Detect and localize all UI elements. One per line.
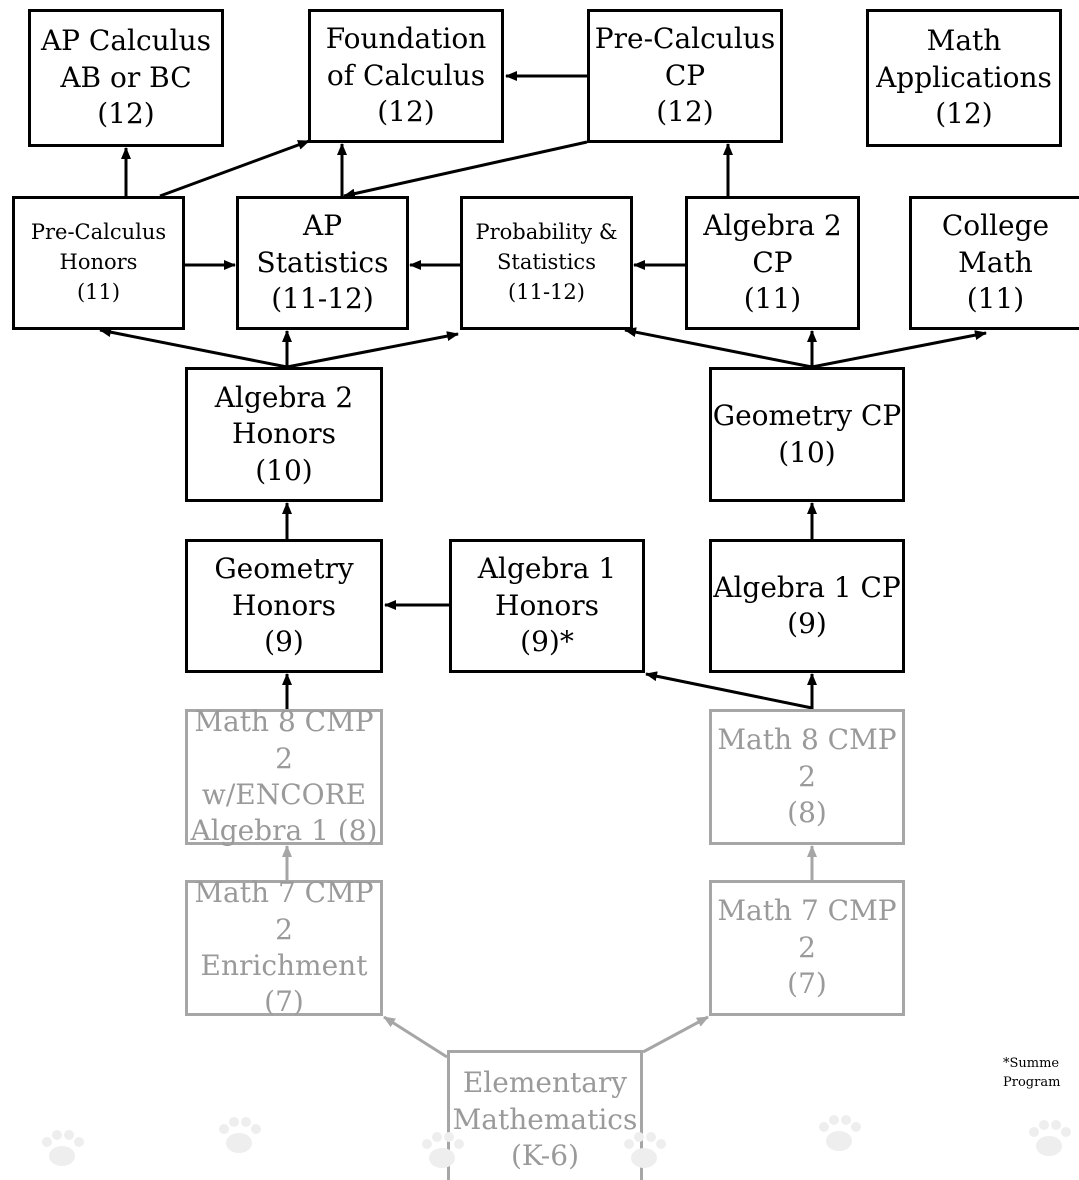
course-ap-statistics: AP Statistics (11-12) — [236, 196, 409, 330]
course-geometry-cp: Geometry CP (10) — [709, 367, 905, 502]
course-grade: (9) — [787, 607, 827, 640]
course-line: Algebra 1 — [477, 552, 617, 586]
course-grade: (K-6) — [510, 1139, 579, 1173]
course-elementary-mathematics: Elementary Mathematics (K-6) — [447, 1050, 643, 1180]
course-line: Applications — [876, 60, 1052, 94]
course-line: Honors — [232, 417, 336, 451]
footnote-line: *Summe — [1003, 1056, 1060, 1071]
paw-print-icon — [624, 1132, 666, 1168]
course-math-7: Math 7 CMP 2 (7) — [709, 880, 905, 1016]
arrow-math8-to-alg1_h — [645, 671, 813, 710]
course-pre-calculus-honors: Pre-Calculus Honors (11) — [12, 196, 185, 330]
course-algebra-1-honors: Algebra 1 Honors (9)* — [449, 539, 645, 673]
course-line: AB or BC — [60, 60, 192, 94]
course-line: CP — [664, 58, 706, 92]
course-foundation-of-calculus: Foundation of Calculus (12) — [308, 9, 504, 143]
arrow-elem-to-math7 — [642, 1015, 709, 1054]
arrow-geo_cp-to-college_math — [811, 330, 987, 369]
course-line: of Calculus — [326, 58, 486, 92]
course-grade: (9) — [264, 625, 304, 659]
course-line: AP Statistics — [256, 209, 389, 279]
course-college-math: College Math (11) — [909, 196, 1079, 330]
paw-print-icon — [422, 1132, 464, 1168]
course-line: Math 7 CMP — [717, 894, 897, 928]
arrow-alg2_h-to-precalc_h — [99, 327, 288, 369]
course-math-applications: Math Applications (12) — [866, 9, 1062, 147]
course-grade: (8) — [787, 796, 827, 830]
course-line: Honors — [232, 588, 336, 622]
course-probability-statistics: Probability & Statistics (11-12) — [460, 196, 633, 330]
course-line: Geometry — [214, 552, 354, 586]
course-line: Math 7 CMP 2 — [194, 876, 374, 946]
course-line: Math — [926, 24, 1002, 58]
arrow-geo_cp-to-prob_stats — [624, 327, 813, 369]
course-line: Foundation — [325, 22, 487, 56]
course-line: Pre-Calculus — [594, 22, 776, 56]
course-grade: (11) — [966, 282, 1025, 316]
course-grade: (11-12) — [271, 282, 374, 316]
course-grade: (12) — [935, 97, 993, 131]
course-line: Geometry CP — [712, 399, 902, 433]
course-grade: (11-12) — [508, 279, 585, 304]
course-line: 2 — [798, 759, 816, 793]
course-line: Probability & — [475, 220, 618, 245]
course-line: Honors — [495, 588, 599, 622]
arrow-elem-to-math7_enr — [383, 1015, 448, 1059]
course-line: Algebra 1 CP — [713, 570, 901, 604]
course-line: CP — [752, 245, 793, 279]
course-grade: (11) — [743, 282, 802, 316]
course-grade: (7) — [787, 967, 827, 1001]
footnote: *Summe Program — [1003, 1055, 1060, 1093]
course-line: Math — [958, 245, 1033, 279]
footnote-line: Program — [1003, 1074, 1061, 1090]
course-algebra-2-cp: Algebra 2 CP (11) — [685, 196, 860, 330]
course-line: Elementary — [462, 1066, 628, 1100]
course-grade: (11) — [76, 279, 121, 304]
course-line: Enrichment — [200, 949, 368, 982]
course-line: Algebra 2 — [214, 380, 354, 414]
course-algebra-1-cp: Algebra 1 CP (9) — [709, 539, 905, 673]
paw-print-icon — [1029, 1120, 1071, 1156]
course-grade: (12) — [656, 95, 714, 129]
course-pre-calculus-cp: Pre-Calculus CP (12) — [587, 9, 783, 143]
course-grade: (10) — [778, 435, 836, 469]
paw-print-icon — [819, 1115, 861, 1151]
arrow-precalc_h-to-foundation_calc — [159, 139, 310, 198]
course-line: AP Calculus — [40, 24, 212, 58]
course-line: Mathematics — [452, 1102, 638, 1136]
course-line: Math 8 CMP — [717, 723, 897, 757]
course-line: Algebra 1 (8) — [190, 814, 378, 848]
course-geometry-honors: Geometry Honors (9) — [185, 539, 383, 673]
paw-print-icon — [42, 1130, 84, 1166]
course-line: Pre-Calculus — [30, 220, 167, 245]
course-math-8: Math 8 CMP 2 (8) — [709, 709, 905, 845]
course-line: Statistics — [497, 250, 596, 275]
course-grade: (9)* — [520, 625, 574, 659]
course-line: Math 8 CMP 2 — [194, 705, 374, 775]
course-grade: (10) — [255, 453, 313, 487]
course-math-8-encore: Math 8 CMP 2 w/ENCORE Algebra 1 (8) — [185, 705, 383, 847]
paw-print-icon — [219, 1117, 261, 1153]
arrow-alg2_h-to-prob_stats — [286, 331, 459, 369]
course-math-7-enrichment: Math 7 CMP 2 Enrichment (7) — [185, 876, 383, 1018]
course-line: Algebra 2 — [703, 209, 842, 243]
arrow-precalc_cp-to-ap_stats — [343, 140, 588, 199]
course-ap-calculus: AP Calculus AB or BC (12) — [28, 9, 224, 147]
course-line: College — [941, 209, 1050, 243]
course-grade: (7) — [264, 985, 304, 1019]
course-line: 2 — [798, 930, 816, 964]
course-algebra-2-honors: Algebra 2 Honors (10) — [185, 367, 383, 502]
course-grade: (12) — [377, 95, 435, 129]
course-line: Honors — [59, 250, 138, 275]
course-line: w/ENCORE — [201, 778, 367, 811]
course-grade: (12) — [97, 97, 155, 131]
